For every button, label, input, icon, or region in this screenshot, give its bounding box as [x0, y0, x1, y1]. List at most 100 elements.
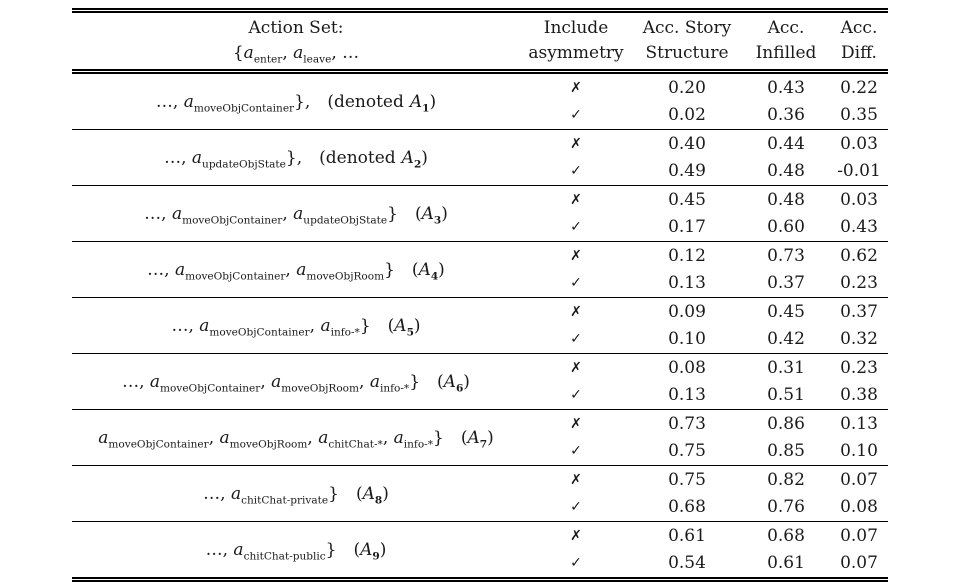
cross-mark: ✗ — [570, 471, 582, 488]
action-set-cell: …, amoveObjContainer, ainfo-*}(A5) — [72, 297, 520, 354]
value: 0.40 — [668, 133, 706, 154]
denoted-word: denoted — [325, 147, 396, 168]
close-brace: }, — [294, 91, 311, 112]
action-variable: a — [318, 427, 329, 448]
acc-infilled-cell: 0.82 0.76 — [742, 465, 830, 522]
value: 0.07 — [840, 552, 878, 573]
cross-mark: ✗ — [570, 303, 582, 320]
separator: , — [285, 259, 297, 280]
asymmetry-cell: ✗✓ — [520, 465, 632, 522]
set-index: 4 — [430, 269, 439, 282]
value: 0.13 — [840, 413, 878, 434]
header-line: Acc. Story — [642, 18, 732, 38]
asymmetry-cell: ✗✓ — [520, 241, 632, 298]
close-brace: } — [409, 371, 421, 392]
close-paren: ) — [463, 371, 470, 392]
value: 0.48 — [767, 160, 805, 181]
cross-mark: ✗ — [570, 359, 582, 376]
acc-story-structure-header: Acc. Story Structure — [632, 8, 742, 74]
set-letter: A — [418, 259, 431, 280]
open-paren: ( — [460, 427, 468, 448]
value: 0.31 — [767, 357, 805, 378]
action-set-cell: amoveObjContainer, amoveObjRoom, achitCh… — [72, 409, 520, 466]
value: 0.37 — [767, 272, 805, 293]
set-denotation: (A9) — [353, 539, 386, 562]
set-index: 5 — [406, 325, 414, 338]
header-line: asymmetry — [528, 43, 624, 63]
cross-mark: ✗ — [570, 135, 582, 152]
action-subscript: leave — [303, 53, 332, 66]
ellipsis-lead: …, — [164, 147, 192, 168]
value: 0.45 — [767, 301, 805, 322]
value: 0.37 — [840, 301, 878, 322]
value: 0.54 — [668, 552, 706, 573]
action-set-expression: …, amoveObjContainer, ainfo-*}(A5) — [171, 315, 421, 338]
table-row: …, amoveObjContainer, aupdateObjState}(A… — [72, 185, 888, 242]
value: 0.85 — [767, 440, 805, 461]
asymmetry-cell: ✗✓ — [520, 71, 632, 130]
value: 0.62 — [840, 245, 878, 266]
action-subscript: moveObjContainer — [185, 269, 286, 282]
value: 0.68 — [767, 525, 805, 546]
open-paren: ( — [319, 147, 326, 168]
open-paren: ( — [437, 371, 444, 392]
acc-infilled-header: Acc. Infilled — [742, 8, 830, 74]
action-subscript: enter — [253, 53, 283, 66]
value: 0.03 — [840, 133, 878, 154]
check-mark: ✓ — [570, 162, 582, 179]
set-letter: A — [421, 203, 434, 224]
action-variable: a — [293, 203, 304, 224]
check-mark: ✓ — [570, 274, 582, 291]
set-letter: A — [360, 539, 373, 560]
table-row: …, amoveObjContainer, amoveObjRoom, ainf… — [72, 353, 888, 410]
separator: , — [282, 203, 294, 224]
value: 0.10 — [668, 328, 706, 349]
close-paren: ) — [413, 315, 421, 336]
set-denotation: (A6) — [437, 371, 470, 394]
ellipsis-lead: …, — [171, 315, 200, 336]
close-brace: } — [432, 427, 444, 448]
check-mark: ✓ — [570, 218, 582, 235]
value: 0.82 — [767, 469, 805, 490]
separator: , — [208, 427, 220, 448]
value: 0.76 — [767, 496, 805, 517]
value: 0.73 — [668, 413, 706, 434]
separator: , — [359, 371, 370, 392]
action-subscript: moveObjRoom — [229, 437, 308, 450]
set-index: 2 — [413, 157, 422, 170]
separator: , — [260, 371, 272, 392]
action-set-cell: …, amoveObjContainer, amoveObjRoom}(A4) — [72, 241, 520, 298]
set-letter: A — [401, 147, 414, 168]
action-variable: a — [393, 427, 404, 448]
action-variable: a — [174, 259, 186, 280]
action-variable: a — [243, 43, 254, 63]
value: 0.08 — [668, 357, 706, 378]
value: 0.45 — [668, 189, 706, 210]
action-variable: a — [171, 203, 183, 224]
value: 0.20 — [668, 77, 706, 98]
cross-mark: ✗ — [570, 247, 582, 264]
open-paren: ( — [327, 91, 334, 112]
action-set-expression: …, amoveObjContainer, aupdateObjState}(A… — [144, 203, 448, 226]
action-set-cell: …, amoveObjContainer, aupdateObjState}(A… — [72, 185, 520, 242]
action-set-header: Action Set: {aenter, aleave, … — [72, 8, 520, 74]
header-row: Action Set: {aenter, aleave, … Include a… — [72, 8, 888, 74]
set-letter: A — [394, 315, 407, 336]
